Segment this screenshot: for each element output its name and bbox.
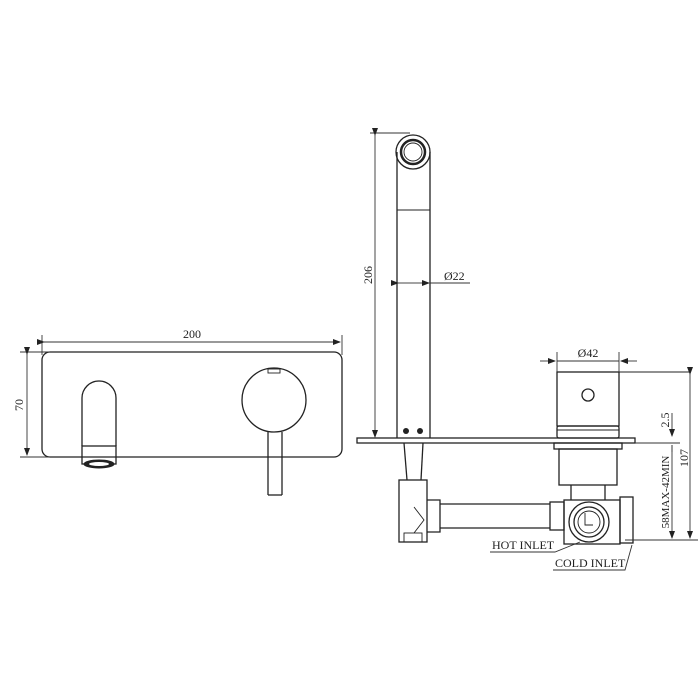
front-view: 200 70 bbox=[12, 327, 343, 496]
wall-depth-label: 58MAX-42MIN bbox=[660, 456, 672, 529]
hot-inlet-label: HOT INLET bbox=[492, 538, 555, 552]
total-depth-label: 107 bbox=[677, 449, 691, 467]
spout-length-label: 206 bbox=[361, 266, 375, 284]
spout-diameter-label: Ø22 bbox=[444, 269, 465, 283]
handle-diameter-label: Ø42 bbox=[578, 346, 599, 360]
handle-front bbox=[241, 367, 307, 433]
spout-front bbox=[81, 380, 117, 446]
wall-plate bbox=[41, 351, 343, 458]
width-dim-label: 200 bbox=[183, 327, 201, 341]
height-dim-label: 70 bbox=[12, 399, 26, 411]
side-view: 206 Ø22 bbox=[356, 128, 698, 571]
cold-inlet-label: COLD INLET bbox=[555, 556, 626, 570]
plate-thickness-label: 2.5 bbox=[658, 413, 672, 428]
